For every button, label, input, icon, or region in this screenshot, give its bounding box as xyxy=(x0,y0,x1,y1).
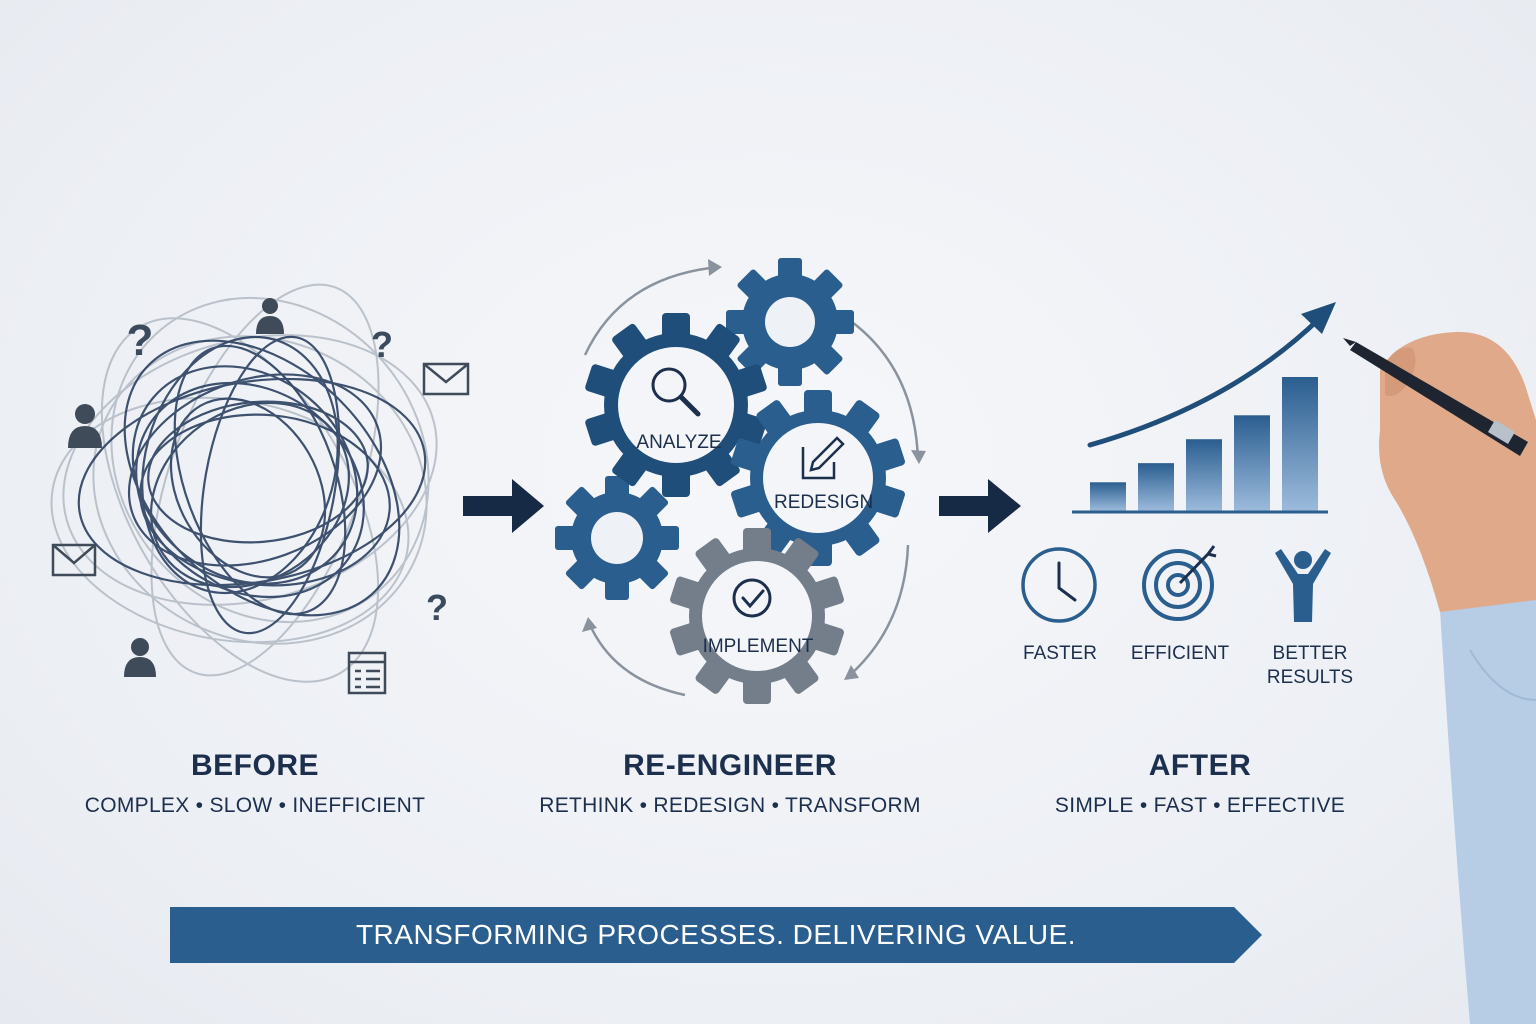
chart-bar xyxy=(1186,439,1222,511)
chart-bar xyxy=(1138,463,1174,511)
gear-label-implement: IMPLEMENT xyxy=(702,636,814,657)
arrow-head-icon xyxy=(582,617,597,632)
chart-bar xyxy=(1234,415,1270,511)
gear-left xyxy=(555,476,679,600)
envelope-icon xyxy=(422,362,470,396)
arrow-right-icon xyxy=(463,479,544,533)
benefit-label-better-results: BETTER RESULTS xyxy=(1266,643,1354,688)
success-person-icon xyxy=(1275,549,1331,622)
clock-icon xyxy=(1021,547,1097,623)
magnifier-icon xyxy=(651,367,701,417)
gear-top xyxy=(726,258,854,386)
arrow-right-icon xyxy=(939,479,1021,533)
person-icon xyxy=(256,298,284,334)
check-circle-icon xyxy=(732,578,772,618)
pencil-edit-icon xyxy=(801,436,845,480)
arrow-head-icon xyxy=(911,450,926,464)
banner-arrow xyxy=(170,907,1262,963)
question-mark-icon: ? xyxy=(371,324,393,365)
cycle-arrows xyxy=(583,266,920,697)
question-mark-icon: ? xyxy=(426,587,448,628)
banner-text: TRANSFORMING PROCESSES. DELIVERING VALUE… xyxy=(355,919,1077,950)
benefit-label-efficient: EFFICIENT xyxy=(1130,643,1230,664)
arrow-head-icon xyxy=(708,259,722,276)
stage-subtitle-before: COMPLEX • SLOW • INEFFICIENT xyxy=(84,794,426,817)
hand-with-pen xyxy=(1343,331,1536,1024)
target-icon xyxy=(1142,545,1217,621)
tangled-scribble xyxy=(50,283,438,683)
growth-chart xyxy=(1090,377,1318,511)
person-icon xyxy=(124,638,156,677)
stage-subtitle-after: SIMPLE • FAST • EFFECTIVE xyxy=(1054,794,1346,817)
envelope-icon xyxy=(51,543,97,577)
question-mark-icon: ? xyxy=(127,316,154,365)
document-icon xyxy=(347,651,387,695)
gear-analyze xyxy=(585,313,767,497)
trend-arrow-head-icon xyxy=(1301,302,1336,334)
gear-label-analyze: ANALYZE xyxy=(636,432,722,453)
stage-title-after: AFTER xyxy=(1148,749,1252,782)
person-icon xyxy=(68,404,102,448)
stage-title-before: BEFORE xyxy=(190,749,319,782)
chart-bar xyxy=(1090,482,1126,511)
stage-title-reengineer: RE-ENGINEER xyxy=(623,749,837,782)
stage-subtitle-reengineer: RETHINK • REDESIGN • TRANSFORM xyxy=(539,794,921,817)
benefit-label-faster: FASTER xyxy=(1023,643,1097,664)
chart-bar xyxy=(1282,377,1318,511)
arrow-head-icon xyxy=(844,665,859,680)
trend-arrow-line xyxy=(1087,315,1323,448)
gear-label-redesign: REDESIGN xyxy=(774,492,874,513)
